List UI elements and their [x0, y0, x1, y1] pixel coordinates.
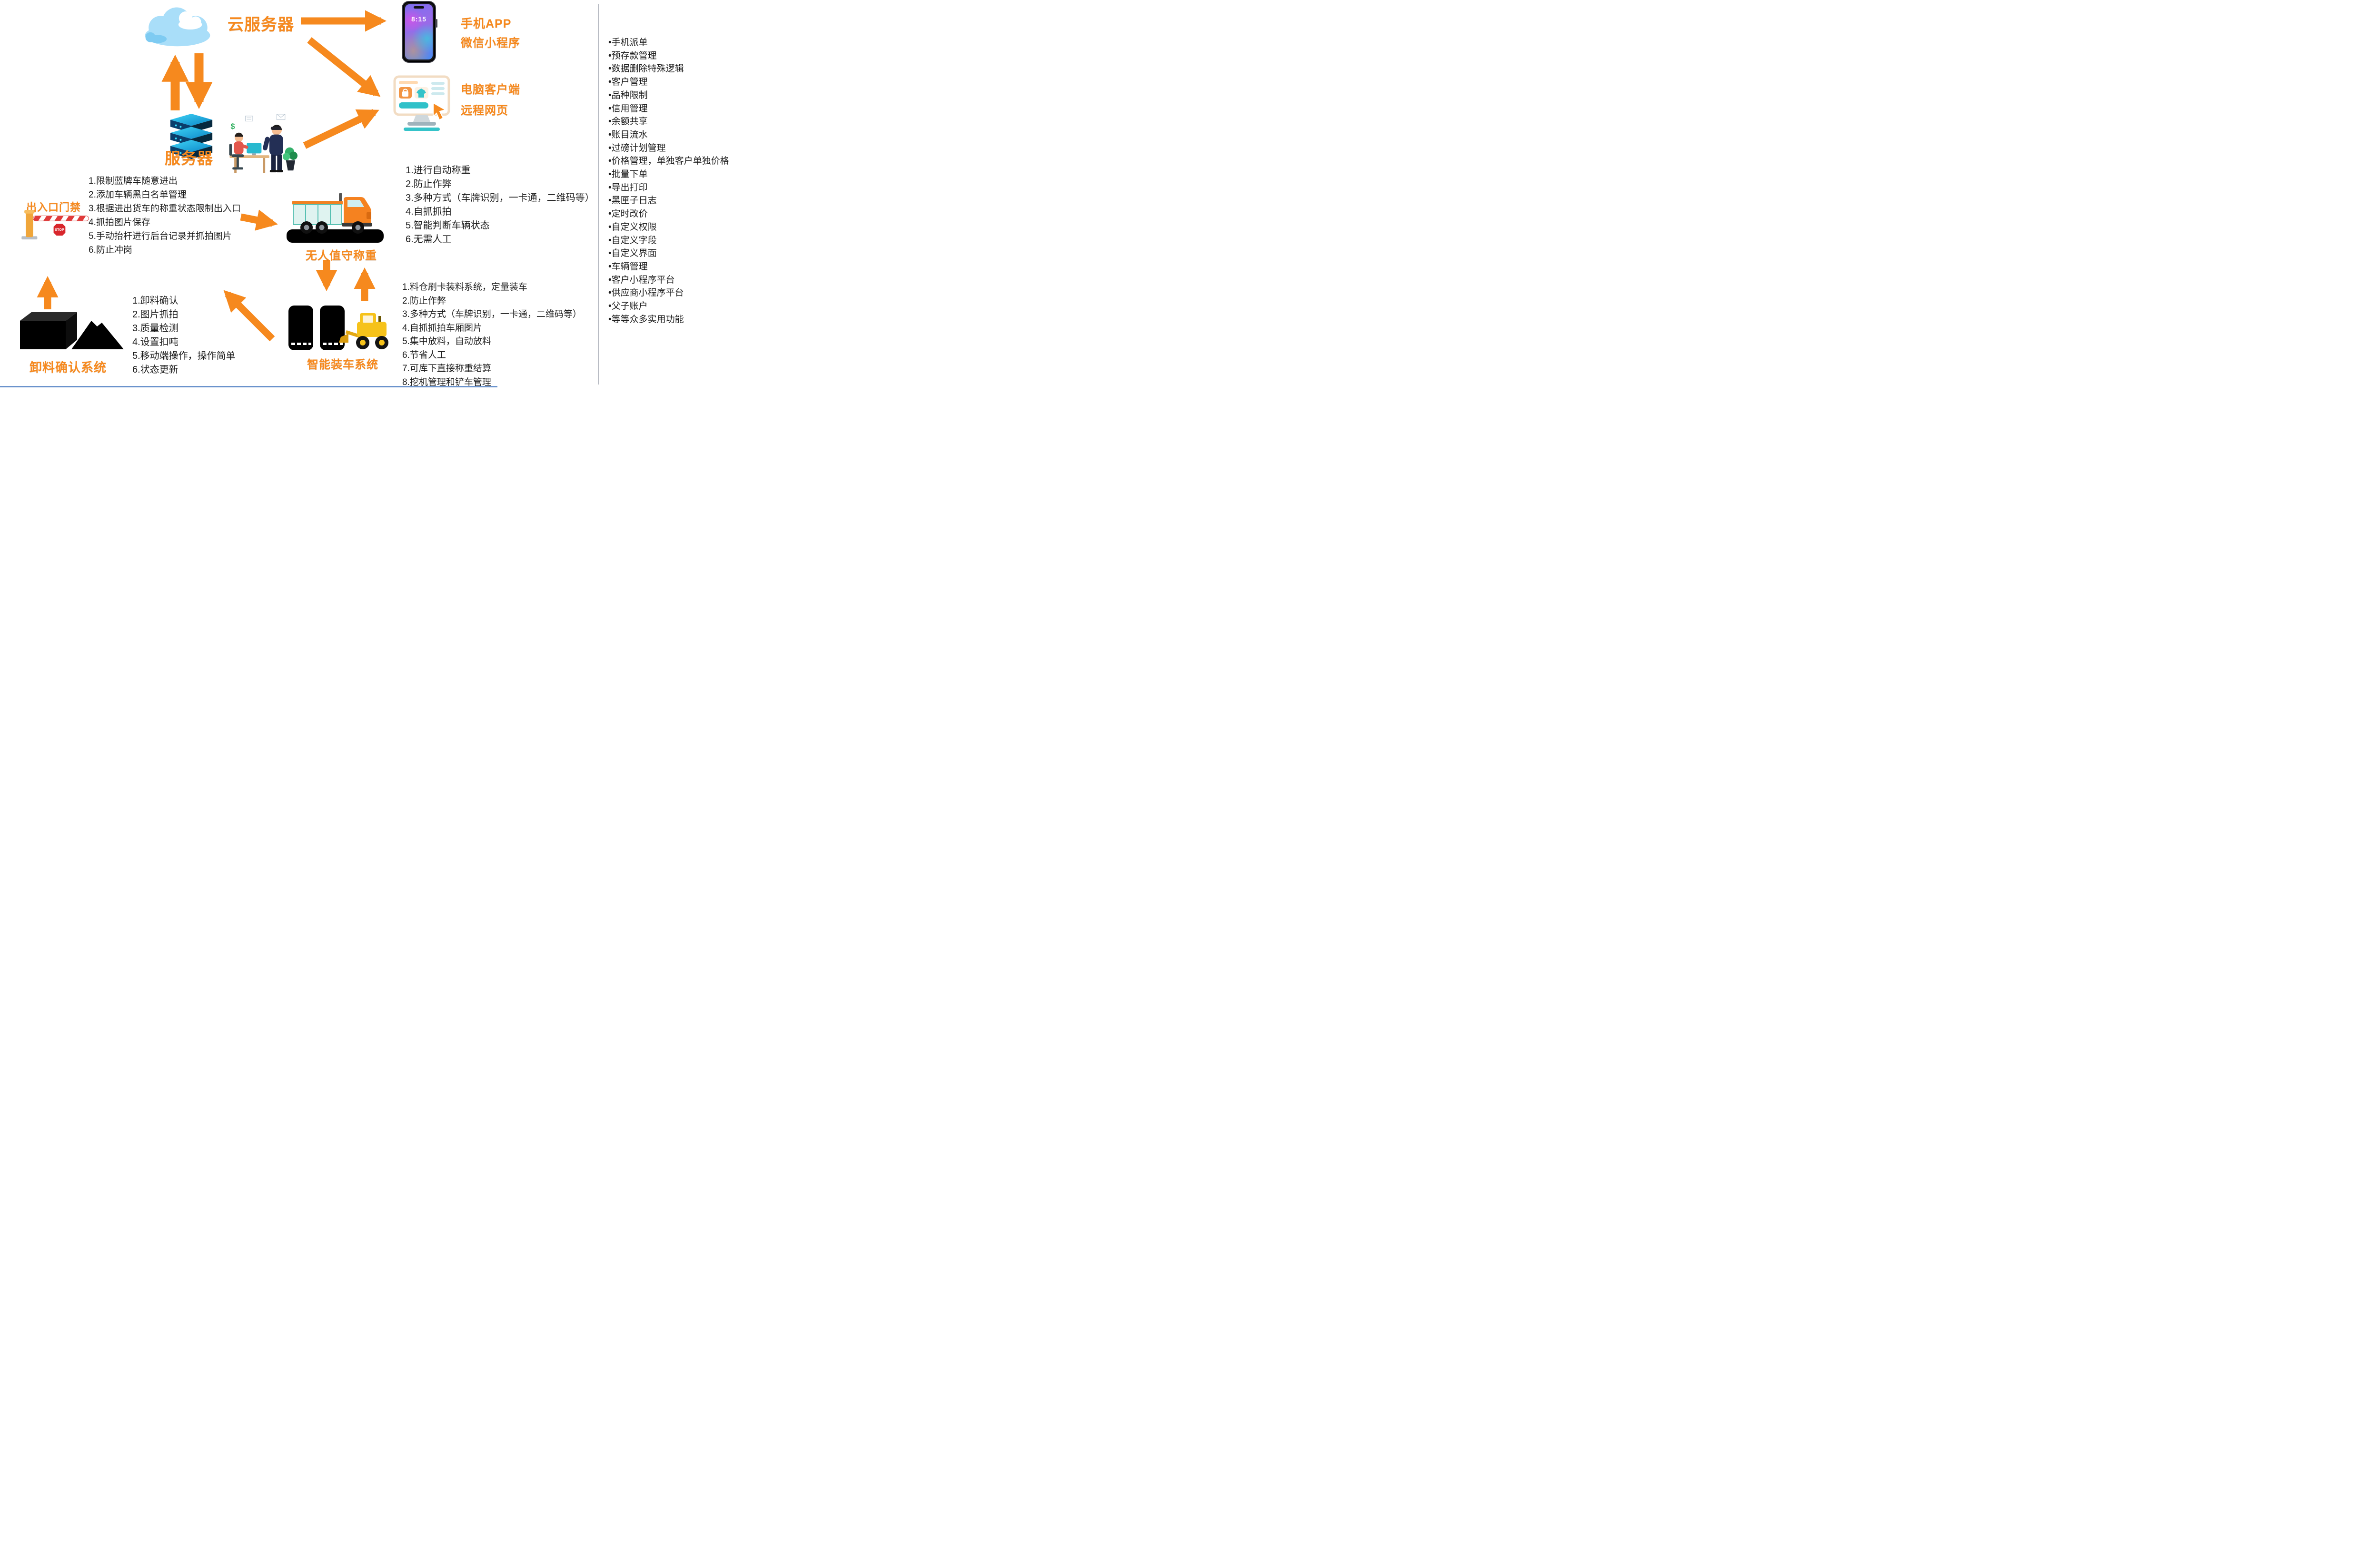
software-feature-item: •客户管理	[608, 77, 648, 88]
phone-notch	[414, 6, 424, 9]
dollar-icon: $	[230, 122, 235, 131]
software-feature-item: •等等众多实用功能	[608, 314, 684, 325]
unload-list-item: 2.图片抓拍	[132, 309, 178, 320]
unload-box-icon	[20, 312, 77, 349]
software-feature-item: •数据删除特殊逻辑	[608, 64, 684, 74]
smartphone-icon: 8:15	[403, 2, 437, 62]
cloud-icon	[145, 7, 210, 47]
pc-client-label: 电脑客户端	[461, 83, 520, 96]
material-pile-icon	[71, 321, 124, 349]
truck-icon	[287, 193, 384, 243]
weighbridge-platform	[287, 229, 384, 243]
monitor-icon	[393, 75, 450, 131]
server-stack-icon	[170, 113, 213, 159]
loader-icon	[339, 313, 388, 349]
loading-list-item: 5.集中放料，自动放料	[402, 336, 491, 346]
loading-list-item: 6.节省人工	[402, 350, 446, 360]
gate-feature-list: 1.限制蓝牌车随意进出 2.添加车辆黑白名单管理 3.根据进出货车的称重状态限制出入…	[89, 174, 241, 257]
gate-list-item: 3.根据进出货车的称重状态限制出入口	[89, 204, 241, 214]
software-feature-item: •信用管理	[608, 103, 648, 114]
weighing-feature-list: 1.进行自动称重 2.防止作弊 3.多种方式（车牌识别，一卡通，二维码等） 4.自抓抓…	[406, 164, 595, 247]
loading-list-item: 7.可库下直接称重结算	[402, 364, 491, 374]
unload-list-item: 3.质量检测	[132, 323, 178, 334]
arrow-server-to-pc	[303, 109, 379, 149]
software-feature-item: •预存款管理	[608, 50, 657, 61]
unload-confirm-label: 卸料确认系统	[30, 360, 107, 375]
barrier-arm	[33, 216, 89, 221]
unload-system-icon	[20, 312, 124, 349]
software-feature-item: •供应商小程序平台	[608, 288, 684, 298]
mobile-app-label: 手机APP	[461, 17, 512, 30]
team-illustration: $	[229, 114, 298, 173]
software-feature-item: •账目流水	[608, 129, 648, 140]
weighing-list-item: 2.防止作弊	[406, 179, 452, 189]
software-feature-item: •价格管理，单独客户单独价格	[608, 156, 729, 167]
silo-icon	[320, 306, 345, 350]
loading-list-item: 3.多种方式（车牌识别，一卡通，二维码等）	[402, 309, 582, 319]
software-feature-list: •手机派单 •预存款管理 •数据删除特殊逻辑 •客户管理 •品种限制 •信用管理 •余额共享…	[608, 36, 729, 326]
silo-icon	[288, 306, 313, 350]
loading-list-item: 8.挖机管理和铲车管理	[402, 377, 491, 387]
unload-list-item: 6.状态更新	[132, 365, 178, 375]
loading-feature-list: 1.料仓刷卡装料系统，定量装车 2.防止作弊 3.多种方式（车牌识别，一卡通，二维码…	[402, 281, 582, 387]
cloud-server-label: 云服务器	[228, 16, 294, 34]
unload-list-item: 1.卸料确认	[132, 296, 178, 306]
loading-system-icon	[288, 306, 388, 350]
loading-list-item: 4.自抓抓拍车厢图片	[402, 323, 482, 333]
server-label: 服务器	[165, 149, 213, 167]
software-feature-item: •导出打印	[608, 182, 648, 193]
software-feature-item: •客户小程序平台	[608, 275, 675, 285]
software-feature-item: •品种限制	[608, 90, 648, 100]
gate-list-item: 1.限制蓝牌车随意进出	[89, 176, 178, 186]
software-feature-item: •手机派单	[608, 38, 648, 48]
wechat-miniprogram-label: 微信小程序	[461, 37, 520, 49]
unload-list-item: 4.设置扣吨	[132, 337, 178, 347]
software-feature-item: •定时改价	[608, 209, 648, 219]
software-feature-item: •余额共享	[608, 117, 648, 127]
unload-feature-list: 1.卸料确认 2.图片抓拍 3.质量检测 4.设置扣吨 5.移动端操作，操作简单 6.状态…	[132, 294, 236, 377]
software-feature-item: •父子账户	[608, 301, 648, 312]
arrow-cloud-to-pc	[307, 37, 381, 97]
loading-list-item: 1.料仓刷卡装料系统，定量装车	[402, 282, 527, 292]
bottom-edge-line	[0, 386, 497, 387]
vertical-divider	[598, 4, 599, 385]
unload-list-item: 5.移动端操作，操作简单	[132, 351, 236, 361]
weighing-list-item: 6.无需人工	[406, 234, 452, 245]
stop-sign-text: STOP	[55, 227, 64, 232]
gate-list-item: 5.手动抬杆进行后台记录并抓拍图片	[89, 231, 232, 241]
weighing-list-item: 1.进行自动称重	[406, 165, 471, 176]
software-feature-item: •自定义字段	[608, 235, 657, 246]
phone-screen: 8:15	[405, 4, 433, 59]
software-feature-item: •过磅计划管理	[608, 143, 666, 153]
weighing-list-item: 5.智能判断车辆状态	[406, 220, 490, 231]
software-feature-item: •批量下单	[608, 169, 648, 180]
gate-label: 出入口门禁	[26, 201, 81, 213]
weighing-list-item: 4.自抓抓拍	[406, 207, 452, 217]
smart-loading-label: 智能装车系统	[307, 358, 378, 371]
stop-sign: STOP	[52, 222, 67, 237]
phone-clock: 8:15	[411, 15, 427, 23]
software-feature-item: •自定义权限	[608, 222, 657, 232]
software-feature-item: •车辆管理	[608, 261, 648, 272]
weighing-list-item: 3.多种方式（车牌识别，一卡通，二维码等）	[406, 193, 595, 203]
gate-list-item: 6.防止冲岗	[89, 245, 132, 255]
cursor-icon	[433, 102, 447, 121]
unattended-weighing-label: 无人值守称重	[306, 249, 377, 262]
software-feature-item: •黑匣子日志	[608, 196, 657, 206]
diagram-canvas: 云服务器 8:15 手机APP 微信小程序 电脑客户端 远程网页	[0, 0, 736, 387]
gate-list-item: 2.添加车辆黑白名单管理	[89, 190, 187, 200]
software-feature-item: •自定义界面	[608, 248, 657, 259]
loading-list-item: 2.防止作弊	[402, 296, 446, 306]
arrow-gate-to-weighbridge	[240, 209, 278, 231]
remote-web-label: 远程网页	[461, 104, 508, 117]
gate-list-item: 4.抓拍图片保存	[89, 217, 150, 227]
gate-barrier-icon: STOP	[21, 209, 89, 240]
